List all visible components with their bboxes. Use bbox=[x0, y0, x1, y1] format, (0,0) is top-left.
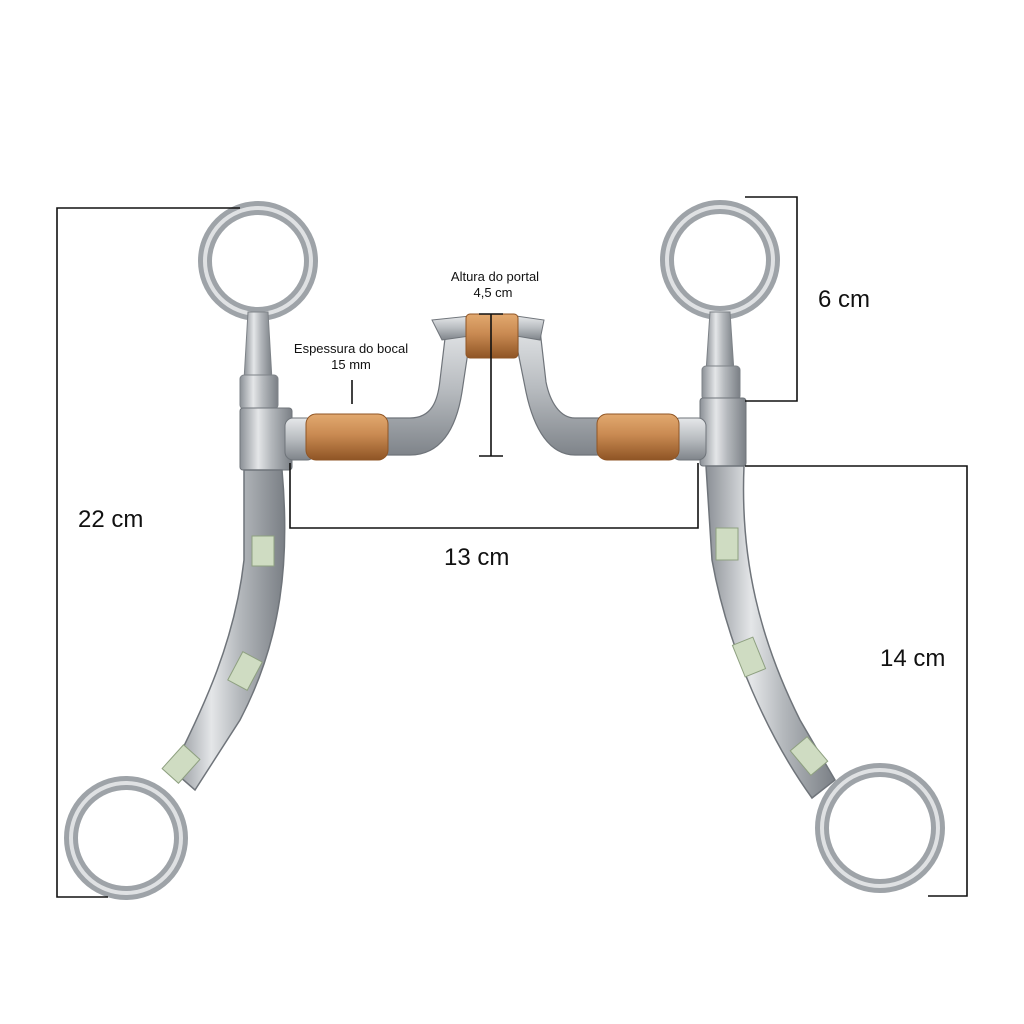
left-inlay-2 bbox=[227, 651, 263, 691]
left-inlay-1 bbox=[251, 535, 275, 567]
port-height-title: Altura do portal bbox=[451, 269, 539, 284]
ring-height-label: 6 cm bbox=[818, 286, 870, 313]
mouth-thickness-value: 15 mm bbox=[331, 357, 371, 372]
mouth-thickness-title: Espessura do bocal bbox=[294, 341, 408, 356]
shank-length-line bbox=[745, 465, 968, 897]
mouthpiece-width-label: 13 cm bbox=[444, 544, 509, 571]
mouthpiece bbox=[284, 313, 707, 461]
right-cheekpiece bbox=[660, 200, 945, 893]
left-cheekpiece bbox=[64, 201, 318, 900]
right-copper-roller bbox=[596, 413, 680, 461]
left-shank bbox=[171, 469, 286, 792]
mouthpiece-width-line bbox=[289, 463, 699, 529]
left-inlay-3 bbox=[161, 744, 201, 784]
right-inlay-3 bbox=[789, 735, 829, 777]
right-inlay-1 bbox=[715, 527, 739, 561]
ring-height-line bbox=[745, 196, 798, 402]
total-height-line bbox=[56, 207, 240, 898]
port-copper-roller bbox=[465, 313, 519, 359]
right-inlay-2 bbox=[731, 636, 767, 678]
port-height-value: 4,5 cm bbox=[473, 285, 512, 300]
total-height-label: 22 cm bbox=[78, 506, 143, 533]
dimension-lines bbox=[56, 196, 968, 898]
shank-length-label: 14 cm bbox=[880, 645, 945, 672]
left-copper-roller bbox=[305, 413, 389, 461]
